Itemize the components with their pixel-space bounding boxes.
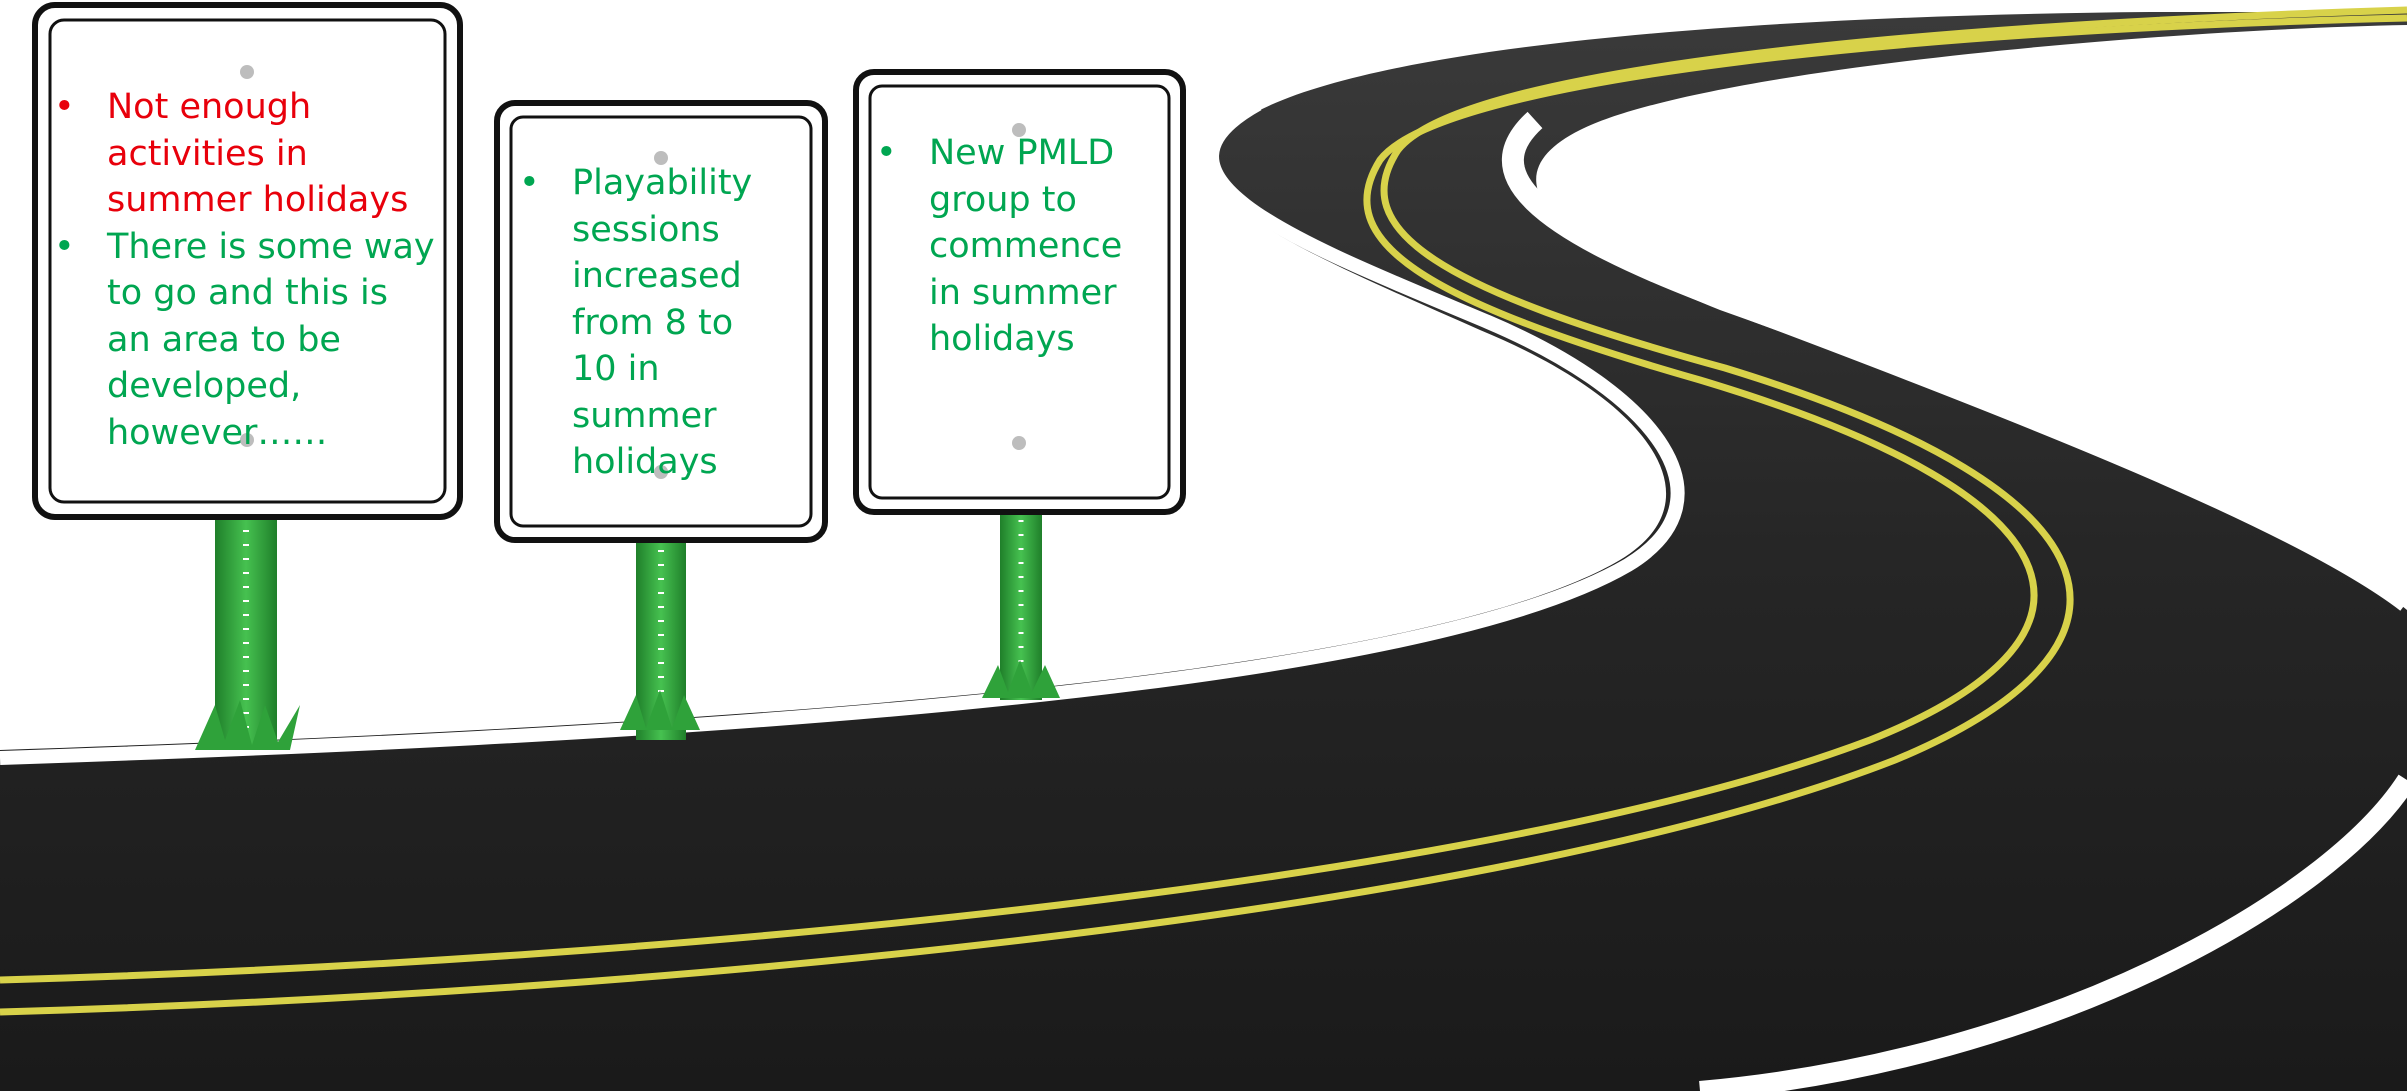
center-line-a (0, 14, 2407, 984)
center-line-b (0, 6, 2407, 1016)
sign-1-bullet-2: There is some way to go and this is an a… (38, 224, 438, 457)
road-edge-far (1501, 111, 2407, 611)
sign-post-2 (620, 540, 700, 740)
sign-2-bullet-1: Playability sessions increased from 8 to… (503, 160, 773, 486)
sign-2-bullet-list: Playability sessions increased from 8 to… (503, 160, 773, 486)
sign-3-bullet-list: New PMLD group to commence in summer hol… (860, 130, 1150, 363)
sign-1-bullet-list: Not enough activities in summer holidays… (38, 84, 438, 456)
sign-1-bullet-1: Not enough activities in summer holidays (38, 84, 438, 224)
sign-post-1 (195, 520, 300, 750)
road-surface (0, 12, 2407, 1091)
sign-3-bullet-1: New PMLD group to commence in summer hol… (860, 130, 1150, 363)
sign-post-3 (982, 510, 1060, 700)
road-edge-bottom (1699, 774, 2407, 1091)
